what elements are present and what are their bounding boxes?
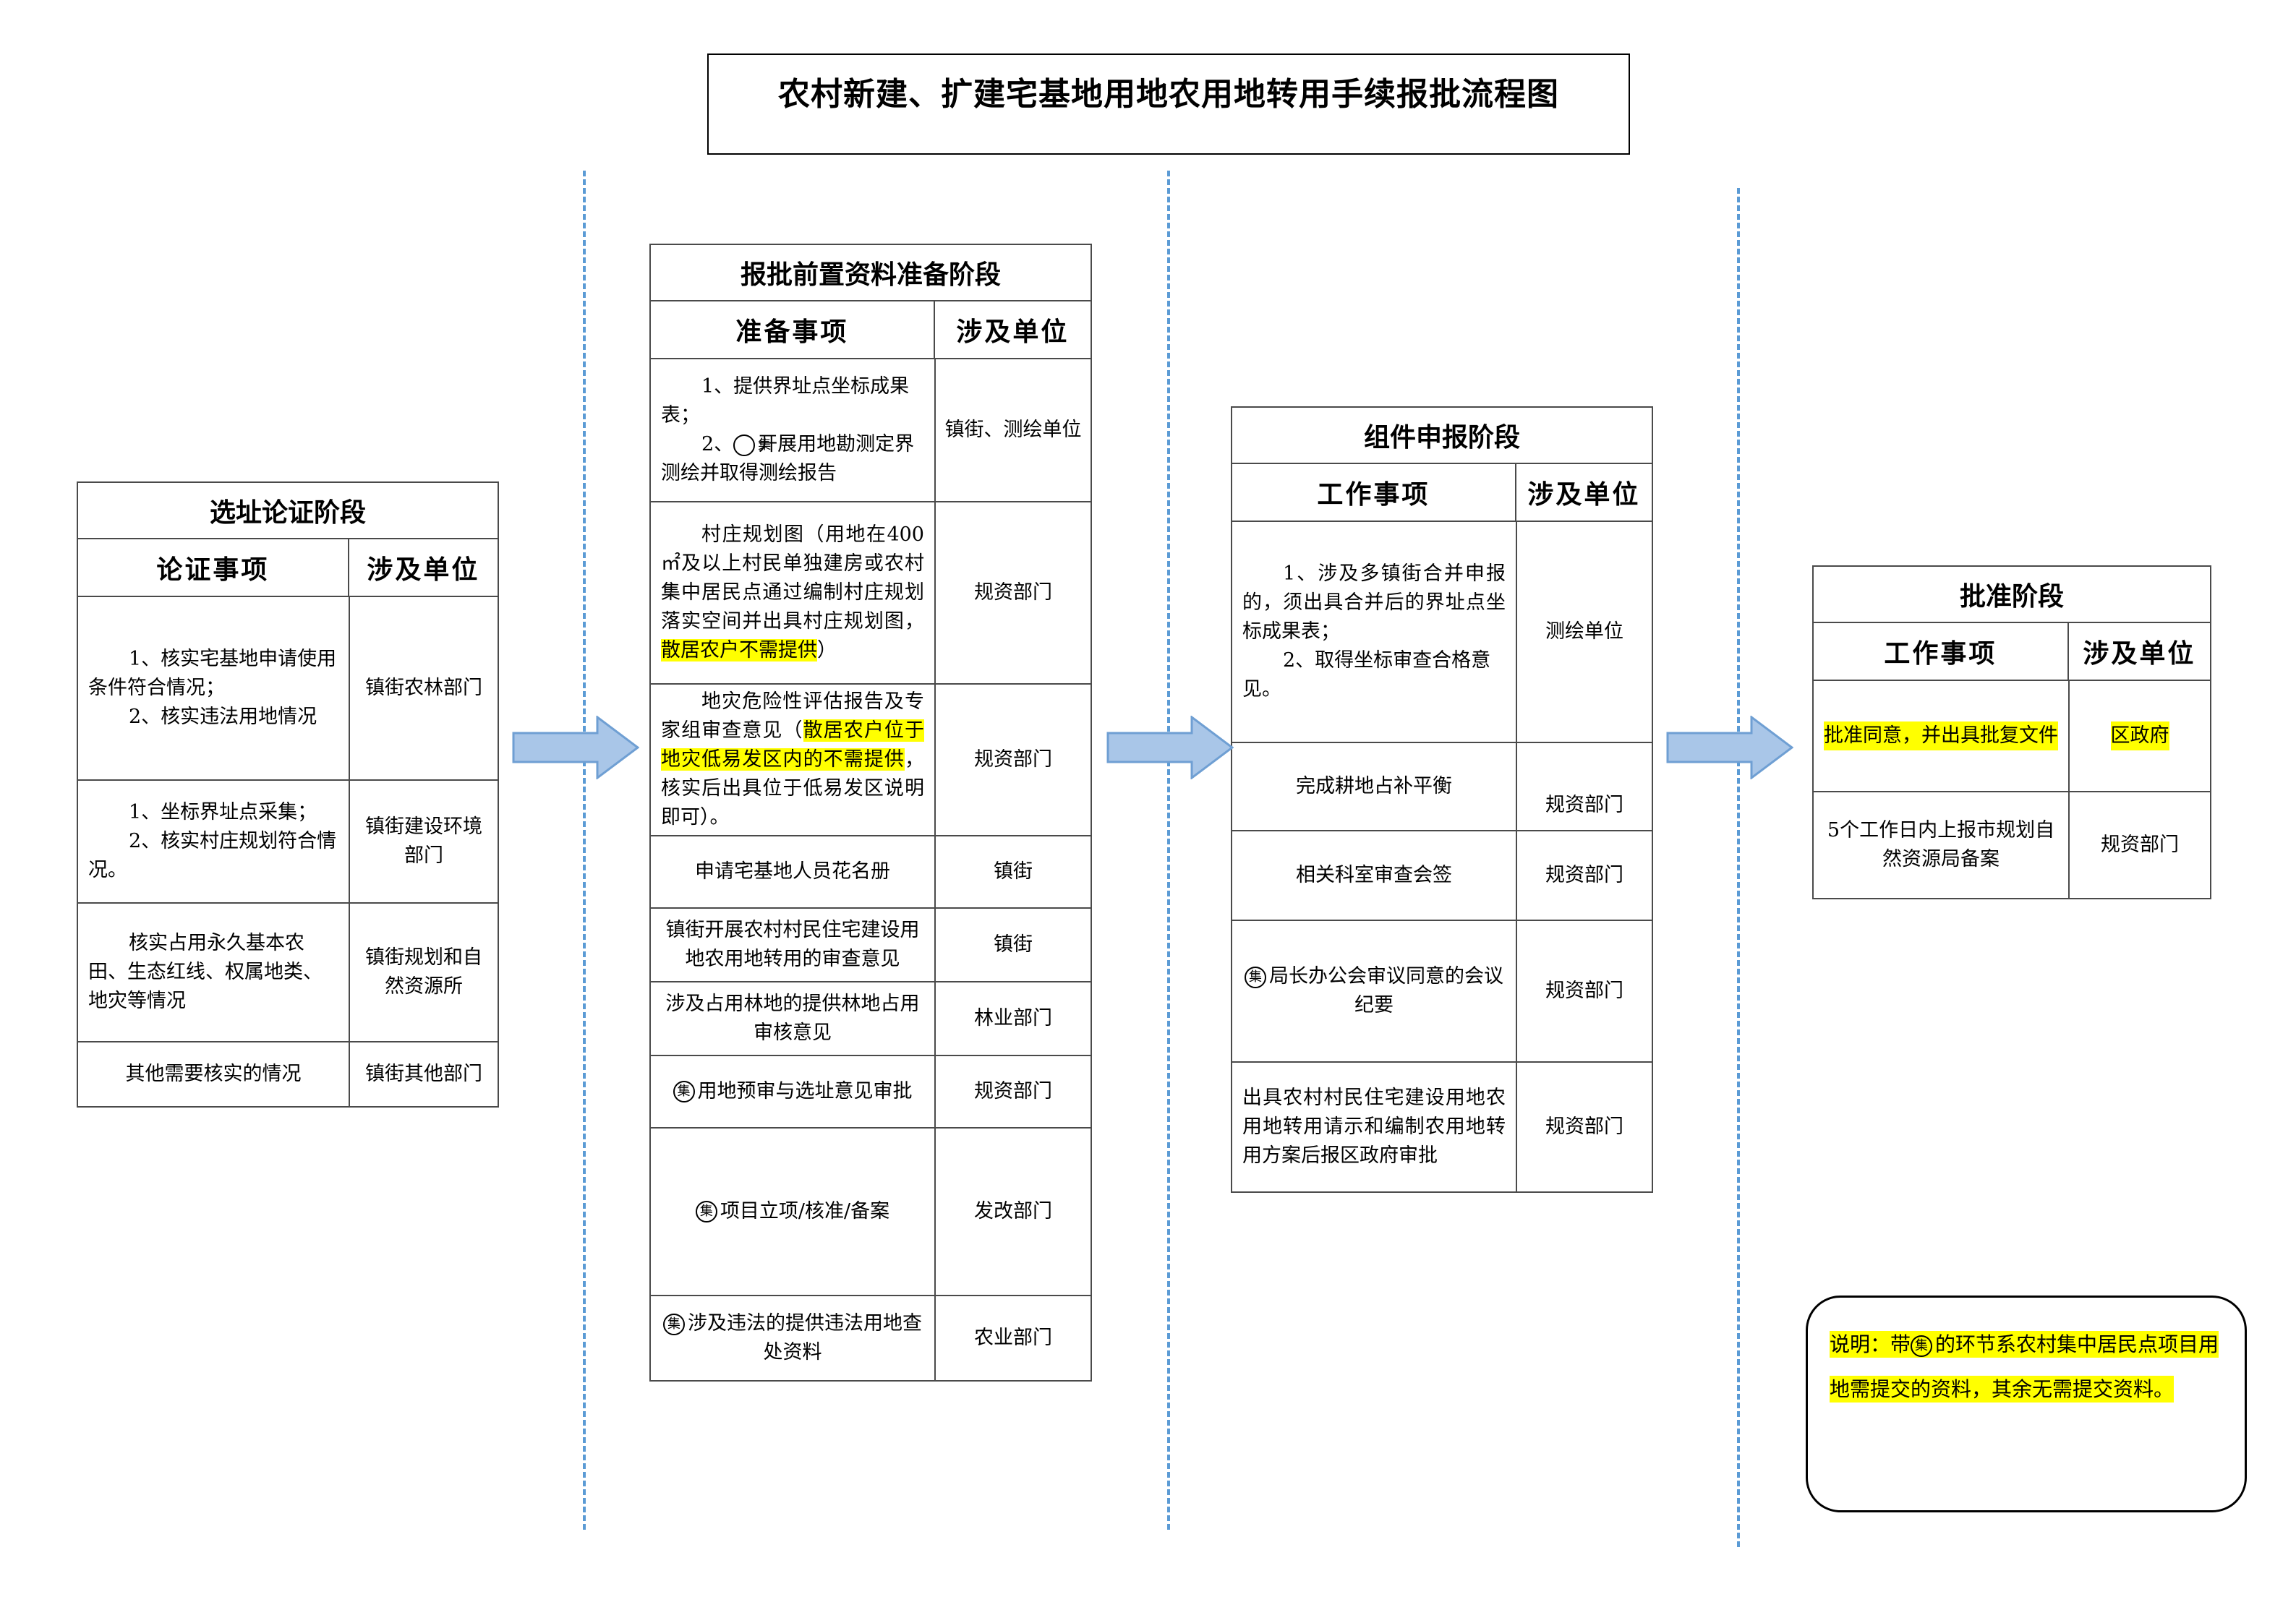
ji-circle-icon: 集 [1911, 1335, 1933, 1357]
stage-divider-3 [1737, 188, 1740, 1547]
stage2-row: 村庄规划图（用地在400㎡及以上村民单独建房或农村集中居民点通过编制村庄规划落实… [651, 502, 1091, 685]
stage2-row: 涉及占用林地的提供林地占用审核意见 林业部门 [651, 982, 1091, 1056]
ji-circle-icon: 集 [673, 1081, 695, 1102]
stage3-col-unit: 涉及单位 [1527, 479, 1641, 510]
stage4-col-unit: 涉及单位 [2083, 638, 2196, 669]
stage2-row-item: 集用地预审与选址意见审批 [651, 1056, 936, 1127]
stage3-row: 集局长办公会审议同意的会议纪要 规资部门 [1232, 921, 1652, 1063]
stage2-row-unit: 发改部门 [974, 1200, 1052, 1222]
stage3-row: 出具农村村民住宅建设用地农用地转用请示和编制农用地转用方案后报区政府审批 规资部… [1232, 1063, 1652, 1191]
stage2-row-item: 镇街开展农村村民住宅建设用地农用地转用的审查意见 [651, 909, 936, 981]
stage4-row-item: 5个工作日内上报市规划自然资源局备案 [1814, 792, 2070, 898]
stage2-row: 集用地预审与选址意见审批 规资部门 [651, 1056, 1091, 1129]
stage2-row-item: 1、提供界址点坐标成果表； 2、集开展用地勘测定界测绘并取得测绘报告 [651, 359, 936, 501]
stage4-col-item: 工作事项 [1814, 623, 2069, 680]
stage2-row: 申请宅基地人员花名册 镇街 [651, 836, 1091, 909]
stage4-row-item: 批准同意，并出具批复文件 [1814, 681, 2070, 791]
stage1-title: 选址论证阶段 [78, 483, 498, 539]
stage1-panel: 选址论证阶段 论证事项 涉及单位 1、核实宅基地申请使用条件符合情况； 2、核实… [77, 481, 499, 1108]
stage1-col-unit: 涉及单位 [367, 554, 480, 585]
stage2-row: 集涉及违法的提供违法用地查处资料 农业部门 [651, 1296, 1091, 1380]
stage-divider-1 [583, 171, 586, 1530]
stage3-header: 工作事项 涉及单位 [1232, 464, 1652, 522]
highlight-text: 说明：带集的环节系农村集中居民点项目用地需提交的资料，其余无需提交资料。 [1830, 1331, 2219, 1403]
stage3-row: 1、涉及多镇街合并申报的，须出具合并后的界址点坐标成果表； 2、取得坐标审查合格… [1232, 522, 1652, 743]
stage2-panel: 报批前置资料准备阶段 准备事项 涉及单位 1、提供界址点坐标成果表； 2、集开展… [649, 244, 1092, 1382]
stage2-col-unit: 涉及单位 [956, 317, 1070, 347]
highlight-text: 散居农户不需提供 [661, 639, 817, 661]
stage1-header: 论证事项 涉及单位 [78, 539, 498, 597]
stage1-row-item: 其他需要核实的情况 [78, 1042, 350, 1106]
stage3-col-item: 工作事项 [1232, 464, 1516, 521]
stage4-row: 5个工作日内上报市规划自然资源局备案 规资部门 [1814, 792, 2210, 898]
stage-divider-2 [1167, 171, 1170, 1530]
highlight-text: 批准同意，并出具批复文件 [1824, 721, 2058, 750]
stage3-row: 相关科室审查会签 规资部门 [1232, 831, 1652, 921]
stage2-row-unit: 规资部门 [974, 581, 1052, 604]
stage3-row-item: 相关科室审查会签 [1232, 831, 1517, 920]
stage2-row-unit: 林业部门 [974, 1007, 1052, 1029]
stage1-row: 1、坐标界址点采集； 2、核实村庄规划符合情况。 镇街建设环境部门 [78, 781, 498, 904]
stage2-row: 1、提供界址点坐标成果表； 2、集开展用地勘测定界测绘并取得测绘报告 镇街、测绘… [651, 359, 1091, 502]
legend-note: 说明：带集的环节系农村集中居民点项目用地需提交的资料，其余无需提交资料。 [1806, 1296, 2247, 1512]
right-arrow-icon [1106, 716, 1234, 779]
stage3-row: 完成耕地占补平衡 规资部门 [1232, 743, 1652, 831]
stage3-row-unit: 规资部门 [1545, 980, 1623, 1002]
stage2-row-item: 申请宅基地人员花名册 [651, 836, 936, 907]
page-title: 农村新建、扩建宅基地用地农用地转用手续报批流程图 [707, 53, 1630, 155]
stage2-row-item: 集涉及违法的提供违法用地查处资料 [651, 1296, 936, 1380]
stage2-row: 地灾危险性评估报告及专家组审查意见（散居农户位于地灾低易发区内的不需提供，核实后… [651, 685, 1091, 836]
stage2-header: 准备事项 涉及单位 [651, 301, 1091, 359]
stage2-row: 镇街开展农村村民住宅建设用地农用地转用的审查意见 镇街 [651, 909, 1091, 982]
stage2-row-unit: 规资部门 [974, 1080, 1052, 1102]
stage1-col-item: 论证事项 [78, 539, 349, 596]
stage1-row-unit: 镇街规划和自然资源所 [365, 946, 482, 998]
stage3-row-unit: 测绘单位 [1545, 620, 1623, 643]
stage1-row: 其他需要核实的情况 镇街其他部门 [78, 1042, 498, 1106]
stage2-row-item: 村庄规划图（用地在400㎡及以上村民单独建房或农村集中居民点通过编制村庄规划落实… [651, 502, 936, 683]
stage1-row-unit: 镇街农林部门 [365, 677, 482, 699]
stage2-row-unit: 镇街、测绘单位 [944, 419, 1082, 441]
stage3-row-unit: 规资部门 [1545, 864, 1623, 886]
stage4-row-unit: 区政府 [2070, 681, 2210, 791]
stage3-row-unit: 规资部门 [1545, 1115, 1623, 1138]
stage2-row-item: 涉及占用林地的提供林地占用审核意见 [651, 982, 936, 1055]
stage1-row-item: 1、坐标界址点采集； 2、核实村庄规划符合情况。 [78, 781, 350, 902]
ji-circle-icon: 集 [1245, 966, 1266, 988]
stage3-row-item: 出具农村村民住宅建设用地农用地转用请示和编制农用地转用方案后报区政府审批 [1232, 1063, 1517, 1191]
stage1-row: 核实占用永久基本农田、生态红线、权属地类、地灾等情况 镇街规划和自然资源所 [78, 904, 498, 1042]
stage3-title: 组件申报阶段 [1232, 408, 1652, 464]
right-arrow-icon [1666, 716, 1793, 779]
stage2-title: 报批前置资料准备阶段 [651, 245, 1091, 301]
stage4-header: 工作事项 涉及单位 [1814, 623, 2210, 681]
stage2-row-unit: 镇街 [994, 933, 1033, 956]
stage2-row-item: 地灾危险性评估报告及专家组审查意见（散居农户位于地灾低易发区内的不需提供，核实后… [651, 685, 936, 835]
stage2-row-unit: 农业部门 [974, 1327, 1052, 1349]
highlight-text: 区政府 [2110, 721, 2169, 750]
ji-circle-icon: 集 [663, 1313, 685, 1335]
stage1-row-unit: 镇街其他部门 [365, 1063, 482, 1085]
stage3-row-item: 完成耕地占补平衡 [1232, 743, 1517, 830]
ji-circle-icon: 集 [695, 1201, 717, 1222]
right-arrow-icon [512, 716, 639, 779]
stage4-row-unit: 规资部门 [2101, 834, 2179, 856]
stage3-row-item: 1、涉及多镇街合并申报的，须出具合并后的界址点坐标成果表； 2、取得坐标审查合格… [1232, 522, 1517, 742]
stage3-panel: 组件申报阶段 工作事项 涉及单位 1、涉及多镇街合并申报的，须出具合并后的界址点… [1231, 406, 1653, 1193]
stage3-row-item: 集局长办公会审议同意的会议纪要 [1232, 921, 1517, 1061]
ji-circle-icon: 集 [733, 434, 771, 456]
stage1-row: 1、核实宅基地申请使用条件符合情况； 2、核实违法用地情况 镇街农林部门 [78, 597, 498, 781]
stage4-title: 批准阶段 [1814, 567, 2210, 623]
stage4-panel: 批准阶段 工作事项 涉及单位 批准同意，并出具批复文件 区政府 5个工作日内上报… [1812, 565, 2211, 899]
stage2-row-unit: 镇街 [994, 860, 1033, 883]
stage2-row: 集项目立项/核准/备案 发改部门 [651, 1129, 1091, 1296]
stage1-row-item: 1、核实宅基地申请使用条件符合情况； 2、核实违法用地情况 [78, 597, 350, 779]
stage2-row-item: 集项目立项/核准/备案 [651, 1129, 936, 1295]
stage2-col-item: 准备事项 [651, 301, 935, 358]
stage1-row-unit: 镇街建设环境部门 [365, 815, 482, 867]
stage4-row: 批准同意，并出具批复文件 区政府 [1814, 681, 2210, 792]
stage2-row-unit: 规资部门 [974, 748, 1052, 771]
stage3-row-unit: 规资部门 [1545, 794, 1623, 816]
stage1-row-item: 核实占用永久基本农田、生态红线、权属地类、地灾等情况 [78, 904, 350, 1041]
